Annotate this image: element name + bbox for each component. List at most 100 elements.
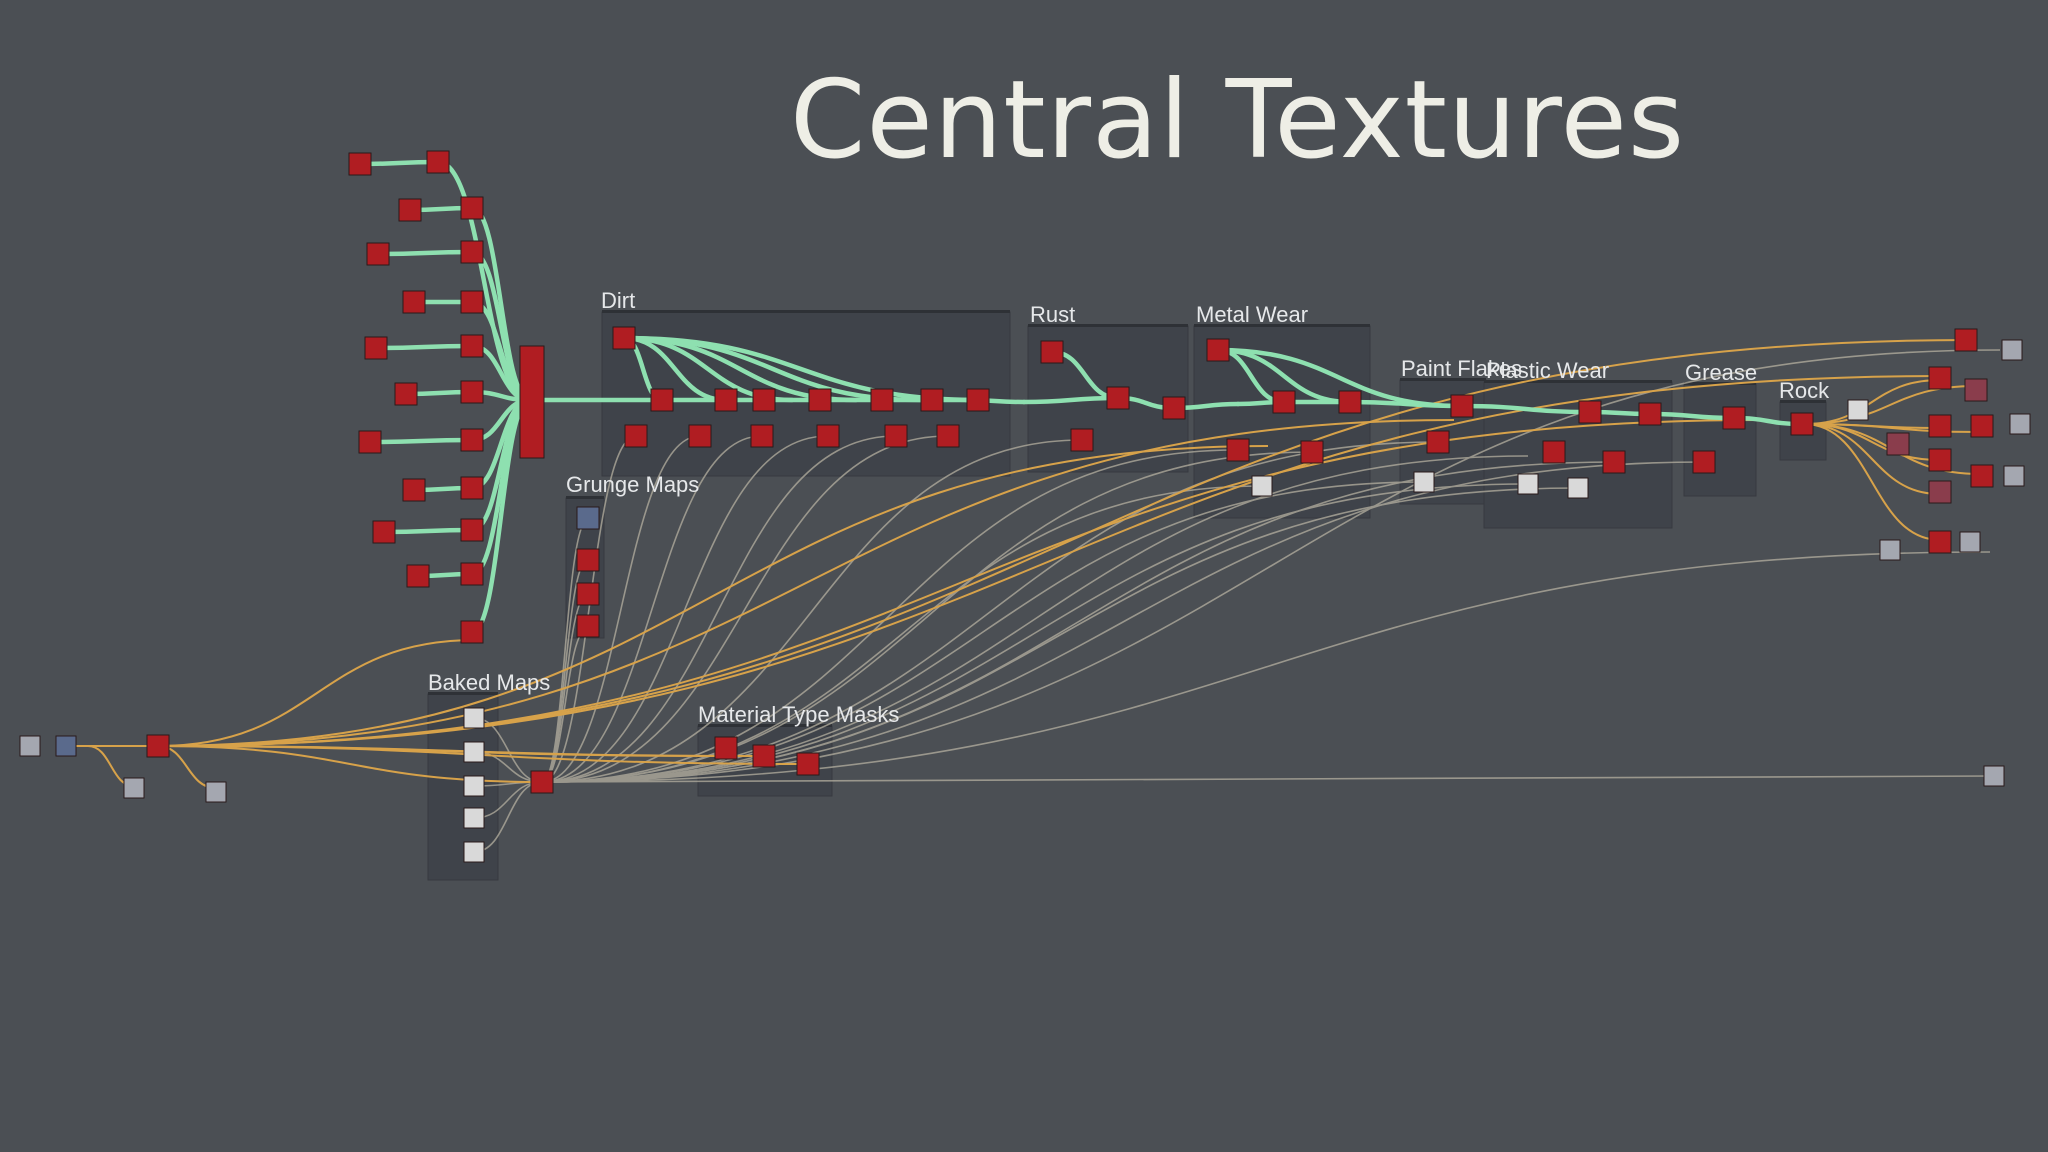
- dirt-node[interactable]: [884, 424, 908, 448]
- grease-node[interactable]: [1692, 450, 1716, 474]
- paint-flakes-mask-node[interactable]: [1413, 471, 1435, 493]
- output-node[interactable]: [1964, 378, 1988, 402]
- dirt-node[interactable]: [752, 388, 776, 412]
- orange-wire: [157, 639, 477, 747]
- output-node[interactable]: [1954, 328, 1978, 352]
- source-node[interactable]: [123, 777, 145, 799]
- rust-node[interactable]: [1162, 396, 1186, 420]
- texture-input-node[interactable]: [460, 290, 484, 314]
- texture-input-node[interactable]: [406, 564, 430, 588]
- dirt-node[interactable]: [612, 326, 636, 350]
- rock-node[interactable]: [1790, 412, 1814, 436]
- output-node[interactable]: [1928, 480, 1952, 504]
- texture-input-node[interactable]: [372, 520, 396, 544]
- metal-wear-node[interactable]: [1300, 440, 1324, 464]
- source-node[interactable]: [146, 734, 170, 758]
- texture-input-node[interactable]: [364, 336, 388, 360]
- dirt-node[interactable]: [870, 388, 894, 412]
- material-mask-node[interactable]: [796, 752, 820, 776]
- output-node[interactable]: [1959, 531, 1981, 553]
- source-node[interactable]: [55, 735, 77, 757]
- output-node[interactable]: [2009, 413, 2031, 435]
- grunge-map-node[interactable]: [576, 506, 600, 530]
- texture-input-node[interactable]: [460, 334, 484, 358]
- baked-map-node[interactable]: [463, 841, 485, 863]
- source-node[interactable]: [205, 781, 227, 803]
- texture-input-node[interactable]: [460, 518, 484, 542]
- dirt-node[interactable]: [808, 388, 832, 412]
- metal-wear-node[interactable]: [1206, 338, 1230, 362]
- texture-input-node[interactable]: [460, 476, 484, 500]
- dirt-node[interactable]: [920, 388, 944, 412]
- output-node[interactable]: [1928, 530, 1952, 554]
- terminal-node[interactable]: [1983, 765, 2005, 787]
- merge-node[interactable]: [519, 345, 545, 459]
- plastic-wear-mask-node[interactable]: [1517, 473, 1539, 495]
- rust-node[interactable]: [1106, 386, 1130, 410]
- texture-input-node[interactable]: [426, 150, 450, 174]
- grease-node[interactable]: [1722, 406, 1746, 430]
- grunge-map-node[interactable]: [576, 614, 600, 638]
- dirt-node[interactable]: [714, 388, 738, 412]
- grunge-map-node[interactable]: [576, 582, 600, 606]
- output-node[interactable]: [1928, 414, 1952, 438]
- output-node[interactable]: [1847, 399, 1869, 421]
- dirt-node[interactable]: [688, 424, 712, 448]
- metal-wear-node[interactable]: [1338, 390, 1362, 414]
- paint-flakes-node[interactable]: [1450, 394, 1474, 418]
- plastic-wear-mask-node[interactable]: [1567, 477, 1589, 499]
- dirt-node[interactable]: [816, 424, 840, 448]
- output-node[interactable]: [1886, 432, 1910, 456]
- material-mask-node[interactable]: [752, 744, 776, 768]
- texture-input-node[interactable]: [394, 382, 418, 406]
- output-node[interactable]: [2001, 339, 2023, 361]
- texture-input-node[interactable]: [460, 196, 484, 220]
- baked-map-node[interactable]: [463, 775, 485, 797]
- texture-input-node[interactable]: [460, 380, 484, 404]
- dirt-node[interactable]: [750, 424, 774, 448]
- rust-node[interactable]: [1040, 340, 1064, 364]
- texture-input-node[interactable]: [358, 430, 382, 454]
- rust-node[interactable]: [1070, 428, 1094, 452]
- texture-input-node[interactable]: [460, 562, 484, 586]
- plastic-wear-node[interactable]: [1602, 450, 1626, 474]
- texture-input-node[interactable]: [460, 240, 484, 264]
- texture-input-node[interactable]: [398, 198, 422, 222]
- dirt-node[interactable]: [936, 424, 960, 448]
- texture-input-node[interactable]: [460, 620, 484, 644]
- dirt-node[interactable]: [624, 424, 648, 448]
- metal-wear-node[interactable]: [1272, 390, 1296, 414]
- output-node[interactable]: [1928, 448, 1952, 472]
- grunge-map-node[interactable]: [576, 548, 600, 572]
- dirt-node[interactable]: [650, 388, 674, 412]
- frame-grease[interactable]: [1683, 383, 1757, 497]
- dirt-node[interactable]: [966, 388, 990, 412]
- plastic-wear-node[interactable]: [1542, 440, 1566, 464]
- texture-input-node[interactable]: [402, 478, 426, 502]
- output-node[interactable]: [1928, 366, 1952, 390]
- plastic-wear-node[interactable]: [1578, 400, 1602, 424]
- plastic-wear-node[interactable]: [1638, 402, 1662, 426]
- paint-flakes-node[interactable]: [1426, 430, 1450, 454]
- baked-map-node[interactable]: [463, 807, 485, 829]
- grey-wire: [541, 435, 637, 783]
- output-node[interactable]: [1970, 464, 1994, 488]
- texture-input-node[interactable]: [348, 152, 372, 176]
- baked-map-node[interactable]: [463, 741, 485, 763]
- material-mask-node[interactable]: [714, 736, 738, 760]
- grey-wire: [541, 435, 829, 783]
- texture-input-node[interactable]: [402, 290, 426, 314]
- grey-wire: [541, 435, 701, 783]
- metal-wear-node[interactable]: [1226, 438, 1250, 462]
- output-node[interactable]: [1970, 414, 1994, 438]
- frame-label-rust: Rust: [1030, 302, 1075, 327]
- output-node[interactable]: [1879, 539, 1901, 561]
- texture-input-node[interactable]: [460, 428, 484, 452]
- source-node[interactable]: [19, 735, 41, 757]
- baked-maps-hub-node[interactable]: [530, 770, 554, 794]
- texture-input-node[interactable]: [366, 242, 390, 266]
- output-node[interactable]: [2003, 465, 2025, 487]
- metal-wear-mask-node[interactable]: [1251, 475, 1273, 497]
- baked-map-node[interactable]: [463, 707, 485, 729]
